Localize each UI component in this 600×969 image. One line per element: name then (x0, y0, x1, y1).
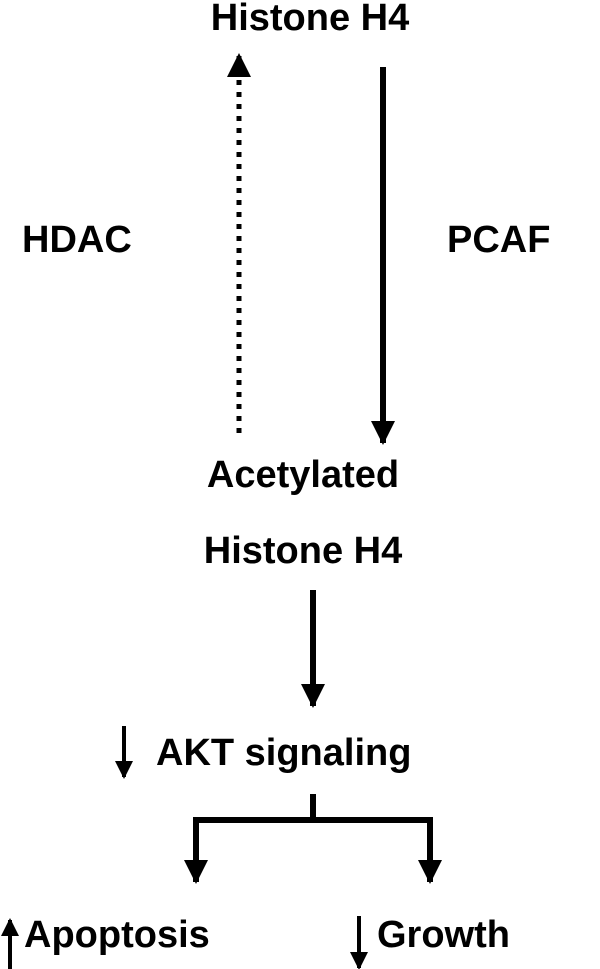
acetylated-label: Acetylated (207, 454, 399, 496)
akt-signaling-label: AKT signaling (156, 732, 411, 774)
apoptosis-label: Apoptosis (24, 914, 210, 956)
pcaf-label: PCAF (447, 219, 550, 261)
histone-h4-label: Histone H4 (211, 0, 409, 39)
hdac-label: HDAC (22, 219, 132, 261)
acetylated-histone-h4-label: Histone H4 (204, 530, 402, 572)
growth-label: Growth (377, 914, 510, 956)
